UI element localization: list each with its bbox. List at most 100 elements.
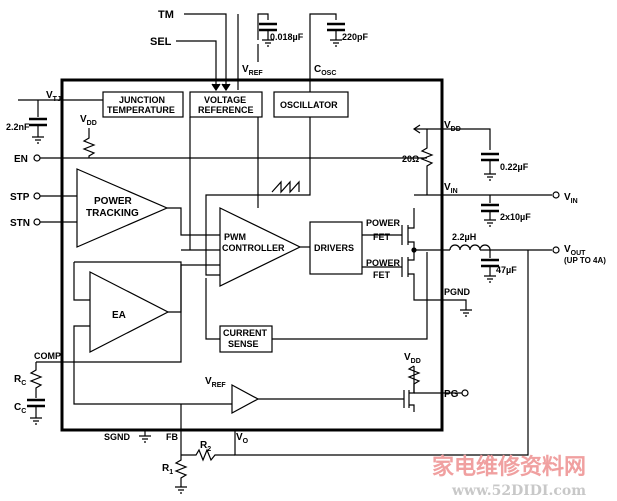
block-power-tracking xyxy=(76,168,169,248)
label-tm: TM xyxy=(158,9,174,21)
arrow-vdd xyxy=(412,124,421,134)
label-c-out: 47µF xyxy=(496,265,517,275)
label-r2: R2 xyxy=(200,440,211,453)
label-cosc: COSC xyxy=(314,64,336,77)
label-junction-2: TEMPERATURE xyxy=(107,105,175,115)
cap-top2-plates xyxy=(327,22,345,32)
wire-vdd-res xyxy=(420,129,434,195)
wire-tm xyxy=(184,13,227,90)
label-l-out: 2.2µH xyxy=(452,232,476,242)
pin-pg xyxy=(461,389,469,397)
pin-vin xyxy=(552,191,560,199)
wire-fb-pg xyxy=(73,362,232,405)
label-stp: STP xyxy=(10,192,30,203)
arrow-sel xyxy=(211,83,221,92)
label-rc: RC xyxy=(14,374,26,387)
wire-vdd-right xyxy=(414,128,491,150)
cap-vin-plates xyxy=(481,203,499,213)
wire-rc xyxy=(29,362,43,398)
label-fet2-2: FET xyxy=(373,270,391,280)
cap-top1-gnd xyxy=(262,39,274,47)
label-c-vdd: 0.22µF xyxy=(500,162,529,172)
label-en: EN xyxy=(14,154,28,165)
label-ea: EA xyxy=(112,310,126,321)
label-cc: CC xyxy=(14,402,26,415)
label-c-tj: 2.2nF xyxy=(6,122,30,132)
label-sel: SEL xyxy=(150,36,172,48)
pin-stn xyxy=(33,218,41,226)
label-fet2-1: POWER xyxy=(366,258,401,268)
wire-sel xyxy=(176,40,217,90)
label-stn: STN xyxy=(10,218,30,229)
label-r-en: 20Ω xyxy=(402,154,419,164)
cap-cc-gnd xyxy=(30,406,42,425)
label-vdd-pg: VDD xyxy=(404,352,421,365)
watermark-chinese: 家电维修资料网 xyxy=(432,454,586,480)
label-vdd-left: VDD xyxy=(80,114,97,127)
label-power-tracking-1: POWER xyxy=(94,196,133,207)
label-c-top2: 220pF xyxy=(342,32,369,42)
label-vin-pin: VIN xyxy=(444,182,458,195)
label-junction-1: JUNCTION xyxy=(119,95,165,105)
cap-top1-plates xyxy=(259,22,277,32)
wire-cosc xyxy=(309,13,337,92)
label-current-2: SENSE xyxy=(228,339,259,349)
pin-en xyxy=(33,154,41,162)
label-sgnd: SGND xyxy=(104,432,131,442)
label-pgnd: PGND xyxy=(444,287,471,297)
fet1 xyxy=(401,208,415,250)
wire-cs xyxy=(205,252,428,340)
fet2 xyxy=(401,250,415,292)
watermark-url: www.52DIDI.com xyxy=(451,483,586,499)
cap-top1-wire xyxy=(257,13,269,62)
wire-sgnd xyxy=(139,430,151,443)
label-vdd-right: VDD xyxy=(444,120,461,133)
ic-outline xyxy=(60,78,444,432)
label-current-1: CURRENT xyxy=(223,328,268,338)
block-voltage-reference xyxy=(189,91,263,118)
cap-vdd-plates xyxy=(481,152,499,162)
label-pwm-2: CONTROLLER xyxy=(222,243,285,253)
block-junction-temperature xyxy=(102,91,184,118)
label-vout-note: (UP TO 4A) xyxy=(564,256,606,265)
label-r1: R1 xyxy=(162,463,173,476)
label-oscillator: OSCILLATOR xyxy=(280,100,338,110)
label-vref-top: VREF xyxy=(242,64,263,77)
label-drivers: DRIVERS xyxy=(314,243,354,253)
wire-pgnd xyxy=(413,292,472,317)
label-vref-amp: VREF xyxy=(205,376,226,389)
label-fet1-2: FET xyxy=(373,232,391,242)
label-fb: FB xyxy=(166,432,178,442)
wire-vdd-left xyxy=(82,128,96,158)
arrow-tm xyxy=(221,83,231,92)
cap-vdd-gnd xyxy=(484,160,496,181)
block-drivers xyxy=(309,221,363,275)
wire-fb-r2 xyxy=(181,448,235,462)
label-vo: VO xyxy=(236,432,249,445)
block-oscillator xyxy=(273,91,349,118)
wire-pt-out xyxy=(167,207,220,236)
block-pwm-controller xyxy=(219,207,302,287)
wire-osc-pwm xyxy=(205,117,311,276)
label-voltage-1: VOLTAGE xyxy=(204,95,246,105)
cap-tj-plates xyxy=(29,117,47,127)
label-c-top1: 0.018µF xyxy=(270,32,304,42)
label-voltage-2: REFERENCE xyxy=(198,105,254,115)
label-vin-ext: VIN xyxy=(564,192,578,205)
label-c-vin: 2x10µF xyxy=(500,212,531,222)
inductor xyxy=(449,244,491,251)
pin-vout xyxy=(552,246,560,254)
pg-fet xyxy=(403,366,415,412)
label-vtj: VTJ xyxy=(46,90,61,103)
block-ea xyxy=(89,271,170,353)
label-comp: COMP xyxy=(34,351,61,361)
cap-cc-plates xyxy=(27,398,45,408)
cap-top2-gnd xyxy=(330,39,342,47)
cap-tj-gnd xyxy=(32,125,44,144)
label-pg: PG xyxy=(444,389,459,400)
wire-vout-sense xyxy=(234,250,529,456)
wire-vdd-pg xyxy=(407,365,421,393)
label-vout: VOUT xyxy=(564,244,586,257)
